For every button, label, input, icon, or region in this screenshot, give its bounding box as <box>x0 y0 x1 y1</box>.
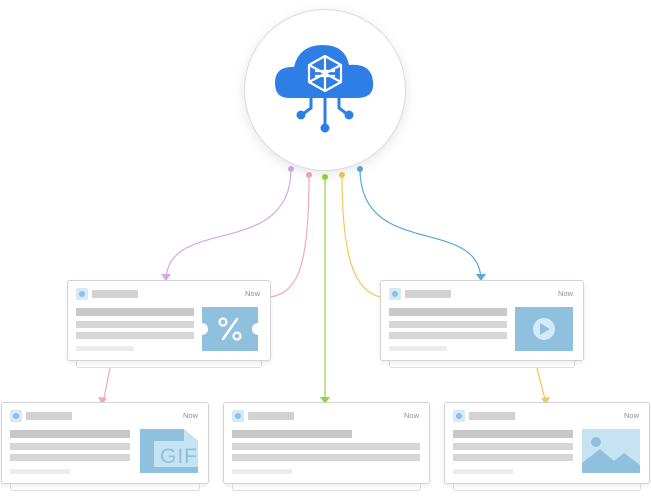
text-line-placeholder <box>453 443 573 450</box>
text-line-placeholder <box>76 321 194 328</box>
title-placeholder <box>232 430 352 438</box>
cloud-network-icon <box>275 45 374 133</box>
meta-line-placeholder <box>453 469 513 474</box>
connector-dot-green <box>322 174 328 180</box>
connector-dot-yellow <box>339 172 345 178</box>
card-bottom-right: Now <box>444 402 650 491</box>
text-line-placeholder <box>10 454 130 461</box>
card-top-right: Now <box>380 280 584 368</box>
app-icon <box>389 288 401 300</box>
image-icon <box>582 429 640 473</box>
app-icon <box>232 410 244 422</box>
connector-dot-pink <box>306 172 312 178</box>
app-name-placeholder <box>26 412 72 420</box>
meta-line-placeholder <box>10 469 70 474</box>
text-line-placeholder <box>10 443 130 450</box>
text-line-placeholder <box>453 454 573 461</box>
title-placeholder <box>453 430 573 438</box>
card-top-left: Now <box>67 280 271 368</box>
meta-line-placeholder <box>389 346 447 351</box>
meta-line-placeholder <box>76 346 134 351</box>
gif-label: GIF <box>160 445 198 468</box>
card-bottom-left: Now GIF <box>1 402 209 491</box>
timestamp: Now <box>557 289 573 298</box>
timestamp: Now <box>623 411 639 420</box>
text-line-placeholder <box>232 454 420 461</box>
connector-yellow-lower <box>536 367 547 404</box>
app-icon <box>10 410 22 422</box>
app-icon <box>76 288 88 300</box>
app-name-placeholder <box>405 290 451 298</box>
connector-yellow <box>341 174 381 298</box>
gif-file-icon: GIF <box>140 429 198 473</box>
coupon-percent-icon <box>202 307 258 351</box>
text-line-placeholder <box>232 443 420 450</box>
timestamp: Now <box>182 411 198 420</box>
title-placeholder <box>76 308 194 316</box>
title-placeholder <box>389 308 507 316</box>
cloud-hub <box>244 9 406 171</box>
connector-pink <box>269 174 310 298</box>
title-placeholder <box>10 430 130 438</box>
timestamp: Now <box>403 411 419 420</box>
app-name-placeholder <box>248 412 294 420</box>
connector-purple <box>165 168 292 282</box>
card-bottom-middle: Now <box>223 402 430 491</box>
text-line-placeholder <box>76 332 194 339</box>
timestamp: Now <box>244 289 260 298</box>
text-line-placeholder <box>389 321 507 328</box>
connector-pink-lower <box>102 367 111 404</box>
text-line-placeholder <box>389 332 507 339</box>
app-name-placeholder <box>92 290 138 298</box>
connector-blue <box>359 168 482 282</box>
app-name-placeholder <box>469 412 515 420</box>
video-play-icon <box>515 307 573 351</box>
app-icon <box>453 410 465 422</box>
meta-line-placeholder <box>232 469 292 474</box>
